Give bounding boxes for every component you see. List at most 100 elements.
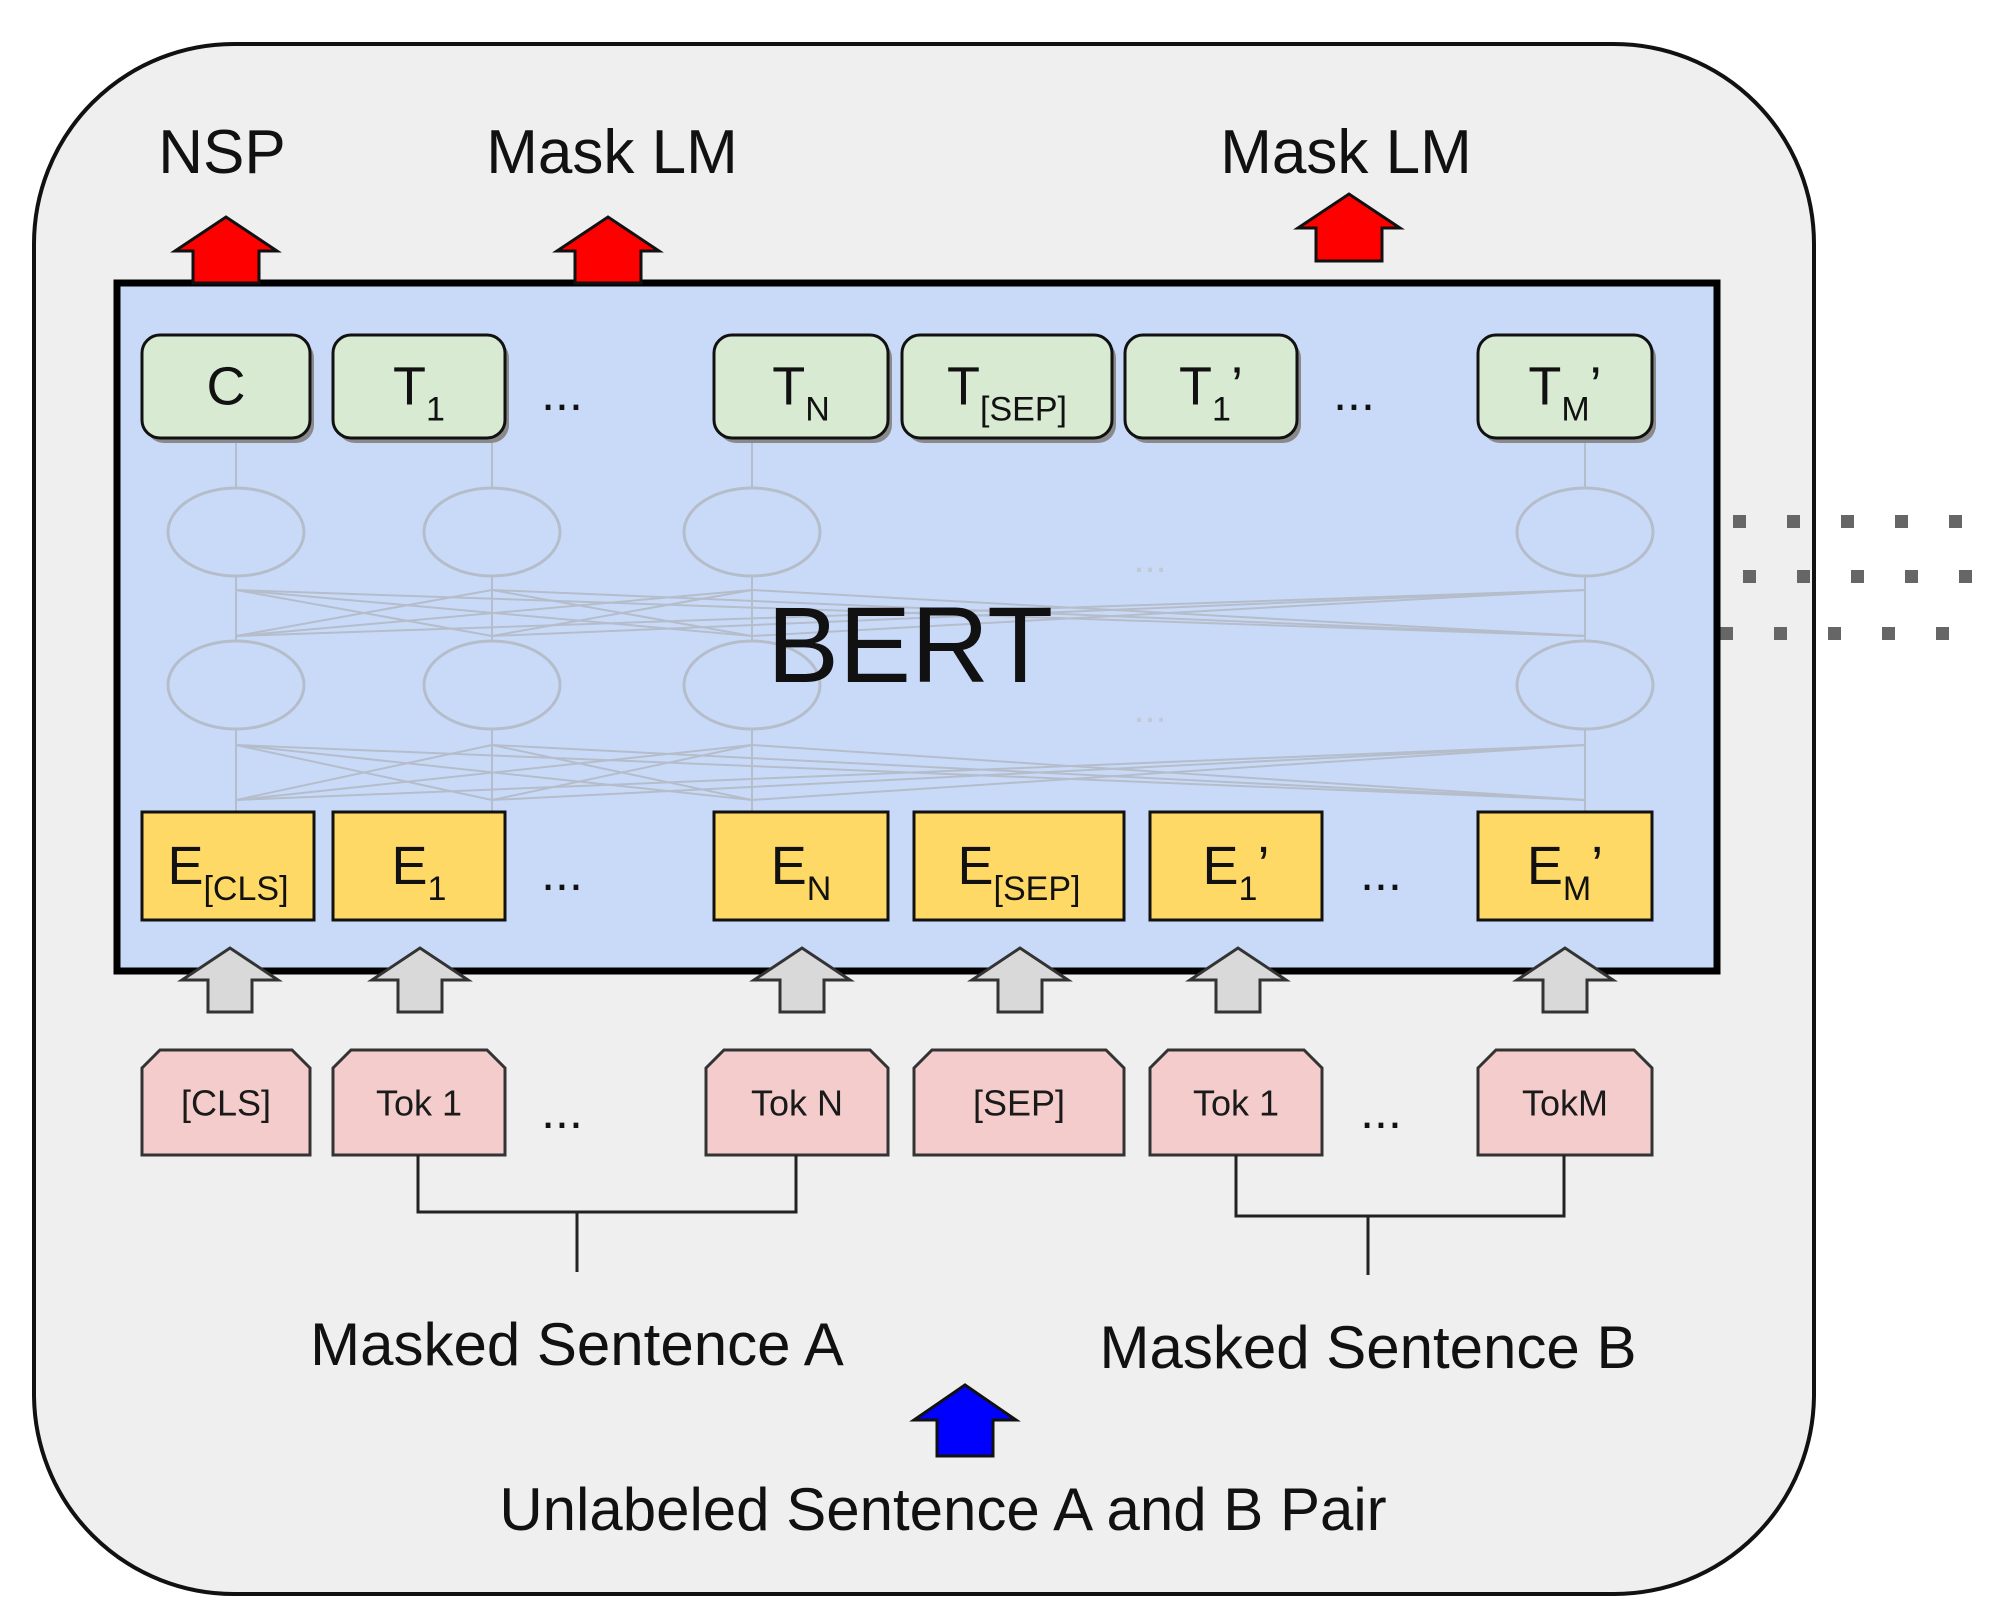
mask-lm-b-label: Mask LM bbox=[1220, 118, 1471, 187]
cross-b-3-2 bbox=[751, 589, 1586, 637]
output-box-5-box bbox=[1476, 333, 1654, 440]
dot-0-4 bbox=[1949, 515, 1962, 528]
output-box-3-box bbox=[900, 333, 1114, 440]
cross-a-3-2 bbox=[751, 744, 1586, 801]
embedding-box-2: EN bbox=[712, 810, 890, 922]
embedding-box-5-box bbox=[1476, 810, 1654, 922]
cross-b-3-1 bbox=[491, 589, 1586, 637]
input-pair-label: Unlabeled Sentence A and B Pair bbox=[499, 1476, 1386, 1543]
embedding-box-4-box bbox=[1148, 810, 1324, 922]
cross-b-3-0 bbox=[235, 589, 1586, 637]
output-ellipsis-a: ... bbox=[541, 365, 583, 421]
dot-1-3 bbox=[1905, 570, 1918, 583]
mask-lm-a-arrow bbox=[552, 215, 664, 285]
output-box-2-box bbox=[712, 333, 890, 440]
dot-1-2 bbox=[1851, 570, 1864, 583]
embedding-box-3-box bbox=[912, 810, 1126, 922]
token-2: Tok N bbox=[704, 1048, 890, 1157]
head-arrows bbox=[170, 192, 1405, 285]
token-1: Tok 1 bbox=[331, 1048, 507, 1157]
embedding-box-0: E[CLS] bbox=[140, 810, 316, 922]
token-up-arrow-5 bbox=[1512, 946, 1618, 1014]
embedding-ellipsis-a: ... bbox=[541, 845, 583, 901]
embedding-box-1: E1 bbox=[331, 810, 507, 922]
output-box-0-label: C bbox=[207, 357, 246, 417]
output-box-3-label: T[SEP] bbox=[947, 357, 1067, 429]
embedding-box-3: E[SEP] bbox=[912, 810, 1126, 922]
embedding-box-0-box bbox=[140, 810, 316, 922]
token-box-4 bbox=[1148, 1048, 1324, 1157]
cross-b-1-0 bbox=[235, 589, 493, 637]
output-box-2: TN bbox=[712, 333, 892, 443]
embedding-box-2-label: EN bbox=[771, 836, 832, 908]
output-box-5: TM’ bbox=[1476, 333, 1656, 443]
dot-1-1 bbox=[1797, 570, 1810, 583]
token-label-1: Tok 1 bbox=[376, 1083, 462, 1124]
output-box-4: T1’ bbox=[1123, 333, 1301, 443]
embedding-box-4-label: E1’ bbox=[1203, 836, 1270, 908]
nsp-arrow bbox=[170, 215, 282, 285]
dot-0-3 bbox=[1895, 515, 1908, 528]
dot-2-0 bbox=[1720, 627, 1733, 640]
output-box-1-label: T1 bbox=[393, 357, 445, 429]
dot-0-0 bbox=[1733, 515, 1746, 528]
embedding-row: E[CLS] E1 EN E[SEP] E1’ EM’ bbox=[140, 810, 1654, 922]
token-0: [CLS] bbox=[140, 1048, 312, 1157]
network-ellipsis-0: ... bbox=[1133, 537, 1166, 581]
output-box-3: T[SEP] bbox=[900, 333, 1116, 443]
cross-b-2-1 bbox=[491, 589, 753, 637]
sentence-b-label: Masked Sentence B bbox=[1100, 1314, 1637, 1381]
output-row: C T1 TN T[SEP] T1’ TM’ bbox=[140, 333, 1656, 443]
output-box-0-box bbox=[140, 333, 312, 440]
token-label-3: [SEP] bbox=[973, 1083, 1065, 1124]
dot-2-1 bbox=[1774, 627, 1787, 640]
cross-a-3-0 bbox=[235, 744, 1586, 801]
sentence-a-bracket bbox=[416, 1155, 798, 1272]
network-ellipsis-1: ... bbox=[1133, 687, 1166, 731]
dot-1-4 bbox=[1959, 570, 1972, 583]
token-box-3 bbox=[912, 1048, 1126, 1157]
bert-label: BERT bbox=[767, 584, 1053, 705]
embedding-ellipsis-b: ... bbox=[1360, 845, 1402, 901]
embedding-box-0-label: E[CLS] bbox=[167, 836, 288, 908]
token-box-1 bbox=[331, 1048, 507, 1157]
token-up-arrow-3 bbox=[967, 946, 1073, 1014]
nsp-label: NSP bbox=[158, 118, 285, 187]
sentence-a-label: Masked Sentence A bbox=[310, 1311, 844, 1378]
output-ellipsis-b: ... bbox=[1333, 365, 1375, 421]
embedding-box-3-label: E[SEP] bbox=[958, 836, 1081, 908]
cross-a-2-1 bbox=[491, 744, 753, 801]
embedding-box-5: EM’ bbox=[1476, 810, 1654, 922]
dot-2-2 bbox=[1828, 627, 1841, 640]
mask-lm-a-label: Mask LM bbox=[486, 118, 737, 187]
token-up-arrow-2 bbox=[749, 946, 855, 1014]
token-box-2 bbox=[704, 1048, 890, 1157]
embedding-box-1-box bbox=[331, 810, 507, 922]
output-box-4-box bbox=[1123, 333, 1299, 440]
token-ellipsis-a: ... bbox=[541, 1083, 583, 1139]
token-up-arrow-0 bbox=[177, 946, 283, 1014]
token-up-arrow-4 bbox=[1185, 946, 1291, 1014]
output-box-2-label: TN bbox=[772, 357, 830, 429]
dot-1-0 bbox=[1743, 570, 1756, 583]
embedding-box-2-box bbox=[712, 810, 890, 922]
cross-a-2-0 bbox=[235, 744, 753, 801]
output-box-0: C bbox=[140, 333, 314, 443]
cross-a-3-1 bbox=[491, 744, 1586, 801]
transformer-network: ...... bbox=[166, 440, 1655, 812]
sentence-b-bracket bbox=[1234, 1155, 1566, 1275]
embedding-box-1-label: E1 bbox=[392, 836, 447, 908]
token-4: Tok 1 bbox=[1148, 1048, 1324, 1157]
token-label-0: [CLS] bbox=[181, 1083, 271, 1124]
output-box-5-label: TM’ bbox=[1528, 357, 1601, 429]
output-box-4-label: T1’ bbox=[1179, 357, 1243, 429]
embedding-box-5-label: EM’ bbox=[1527, 836, 1603, 908]
input-arrow bbox=[909, 1383, 1021, 1458]
output-box-1: T1 bbox=[331, 333, 509, 443]
token-label-4: Tok 1 bbox=[1193, 1083, 1279, 1124]
dot-2-3 bbox=[1882, 627, 1895, 640]
token-ellipsis-b: ... bbox=[1360, 1083, 1402, 1139]
token-arrow-row bbox=[177, 946, 1618, 1014]
